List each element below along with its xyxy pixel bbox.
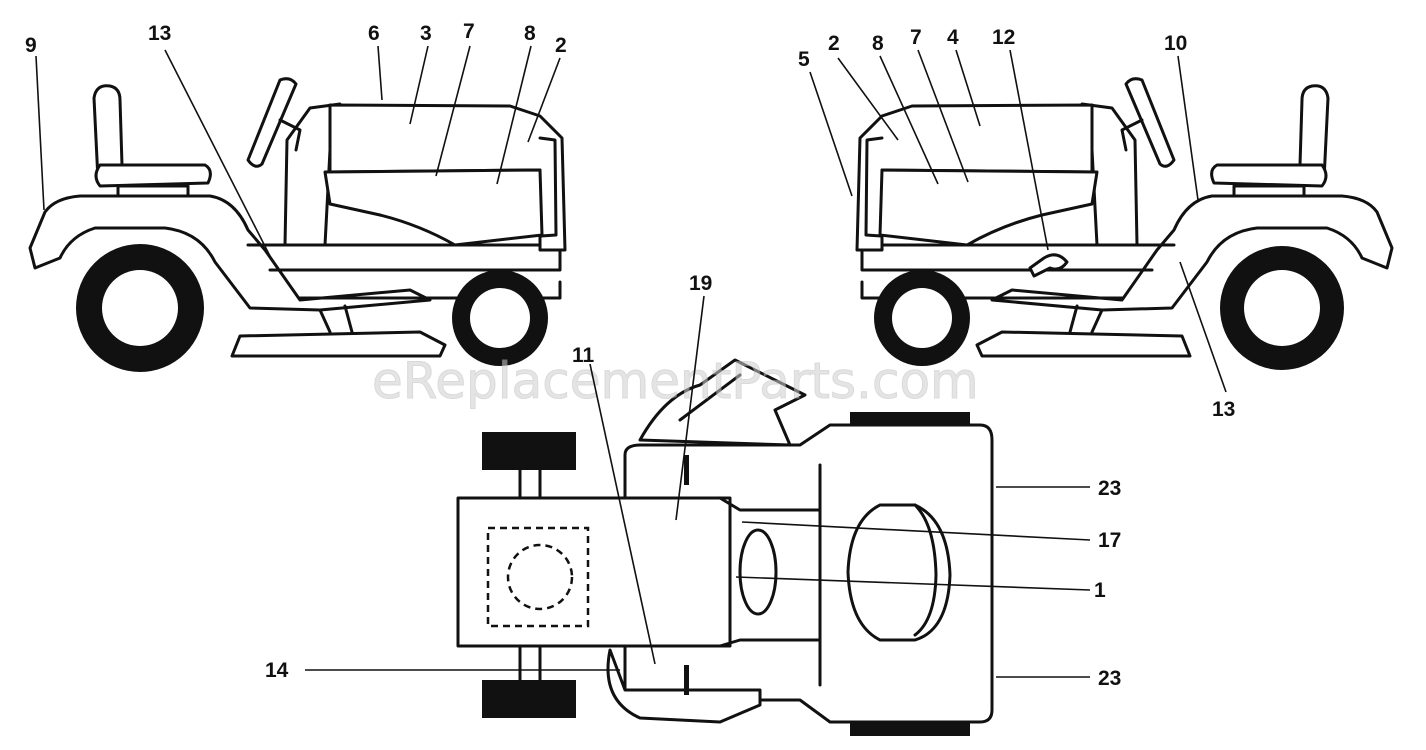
front-wheel-hub-left xyxy=(470,288,530,348)
callout-7-right: 7 xyxy=(910,26,922,49)
leader-11 xyxy=(589,363,656,665)
seat-cushion xyxy=(94,163,212,188)
callout-2-left: 2 xyxy=(555,34,567,57)
leader-6 xyxy=(377,45,383,101)
steering-wheel-left xyxy=(246,77,298,168)
callout-19: 19 xyxy=(689,272,712,295)
callout-10: 10 xyxy=(1164,32,1187,55)
callout-5: 5 xyxy=(798,48,810,71)
callout-3: 3 xyxy=(420,22,432,45)
callout-17: 17 xyxy=(1098,529,1121,552)
steering-top xyxy=(638,358,807,447)
callout-labels: 9 13 6 3 7 8 2 5 2 8 7 4 12 10 13 19 11 … xyxy=(25,20,1235,690)
leader-9 xyxy=(35,55,45,211)
leader-8-right xyxy=(879,55,939,185)
deck-hanger-right xyxy=(1068,304,1104,334)
rear-tire-top xyxy=(482,432,576,470)
callout-13-left: 13 xyxy=(148,22,171,45)
callout-14: 14 xyxy=(265,659,289,682)
left-side-view xyxy=(28,77,567,372)
callout-12: 12 xyxy=(992,26,1015,49)
rear-bump-top xyxy=(606,648,762,724)
seat-cushion-right xyxy=(1210,163,1328,188)
right-side-view xyxy=(855,77,1394,370)
callout-1: 1 xyxy=(1094,579,1106,602)
hood-side-right xyxy=(878,168,1099,247)
leader-4 xyxy=(955,49,981,127)
seat-circle-top xyxy=(506,543,574,611)
frame-right xyxy=(860,243,1176,272)
callout-11: 11 xyxy=(572,344,595,367)
leader-12 xyxy=(1009,49,1049,251)
rear-wheel-hub-right xyxy=(1244,270,1320,346)
seat-top xyxy=(456,496,732,648)
seat-back xyxy=(92,84,124,182)
steering-wheel-right xyxy=(1124,77,1176,168)
seat-front-top xyxy=(718,496,822,648)
leader-19 xyxy=(675,295,705,521)
steering-column-right xyxy=(1120,118,1144,152)
mower-deck-left xyxy=(230,330,447,358)
leader-13-right xyxy=(1179,261,1227,393)
leader-3 xyxy=(409,45,429,125)
callout-9: 9 xyxy=(25,34,37,57)
leader-lines xyxy=(35,45,1227,678)
steering-column-left xyxy=(278,118,302,152)
grille-left xyxy=(538,136,558,238)
callout-2-right: 2 xyxy=(828,32,840,55)
leader-10 xyxy=(1177,55,1199,201)
frame-left xyxy=(246,243,562,272)
front-wheel-hub-right xyxy=(892,288,952,348)
leader-1 xyxy=(735,576,1091,591)
engine-oval xyxy=(846,503,952,642)
leader-2-right xyxy=(837,57,899,141)
rear-fender xyxy=(28,194,432,312)
leader-17 xyxy=(741,521,1091,541)
callout-6: 6 xyxy=(368,22,380,45)
seat-panel-top xyxy=(486,526,590,628)
lift-lever xyxy=(1028,253,1069,278)
rear-wheel-hub-left xyxy=(102,270,178,346)
hood-side-left xyxy=(323,168,544,247)
leader-8-left xyxy=(496,45,532,185)
callout-8-left: 8 xyxy=(524,22,536,45)
leader-2-left xyxy=(527,57,561,143)
watermark-text: eReplacementParts.com xyxy=(372,352,979,410)
frame-lower-right xyxy=(860,280,1124,300)
callout-8-right: 8 xyxy=(872,32,884,55)
callout-23-top: 23 xyxy=(1098,477,1121,500)
leader-5 xyxy=(809,71,853,197)
leader-13-left xyxy=(164,49,273,261)
callout-23-bottom: 23 xyxy=(1098,667,1121,690)
leader-7-right xyxy=(917,49,969,183)
deck-hanger-left xyxy=(318,304,354,334)
steering-hub-top xyxy=(738,528,778,616)
leader-7-left xyxy=(435,45,471,177)
rear-fender-right xyxy=(990,194,1394,312)
callout-13-right: 13 xyxy=(1212,398,1235,421)
seat-back-right xyxy=(1298,84,1330,182)
callout-7-left: 7 xyxy=(463,20,475,43)
rear-axle xyxy=(518,468,542,682)
rear-tire-bottom xyxy=(482,680,576,718)
mark-bottom xyxy=(684,665,689,695)
callout-4: 4 xyxy=(947,26,959,49)
frame-lower-left xyxy=(298,280,562,300)
mark-top xyxy=(684,455,689,485)
grille-right xyxy=(864,136,884,238)
top-view xyxy=(456,358,994,736)
engine-oval-rim xyxy=(913,503,938,637)
mower-deck-right xyxy=(975,330,1192,358)
